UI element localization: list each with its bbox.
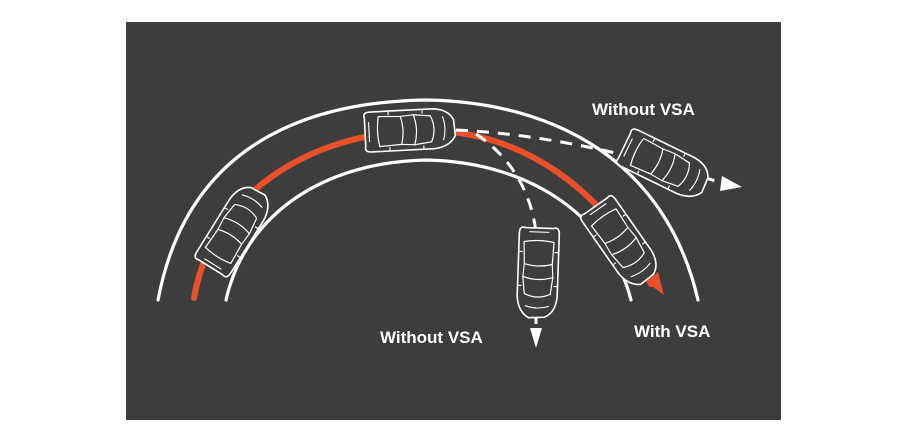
label-without-vsa-top: Without VSA [592, 100, 695, 119]
car-icon-without-vsa-spin [614, 126, 715, 204]
label-without-vsa-bottom: Without VSA [380, 328, 483, 347]
road-outer-edge [156, 98, 700, 302]
without-vsa-bottom-arrow-head-icon [530, 328, 542, 348]
label-with-vsa: With VSA [634, 322, 710, 341]
with-vsa-arrow-head-icon [646, 272, 664, 295]
without-vsa-path-inward [475, 132, 538, 233]
car-icon-with-vsa [578, 193, 665, 292]
without-vsa-top-arrow-head-icon [720, 176, 742, 191]
car-icon-apex [362, 106, 457, 154]
vsa-diagram: Without VSA Without VSA With VSA [126, 22, 781, 420]
vsa-diagram-svg: Without VSA Without VSA With VSA [156, 98, 742, 348]
car-icon-entering [192, 179, 277, 280]
car-icon-without-vsa-slide [515, 226, 561, 320]
